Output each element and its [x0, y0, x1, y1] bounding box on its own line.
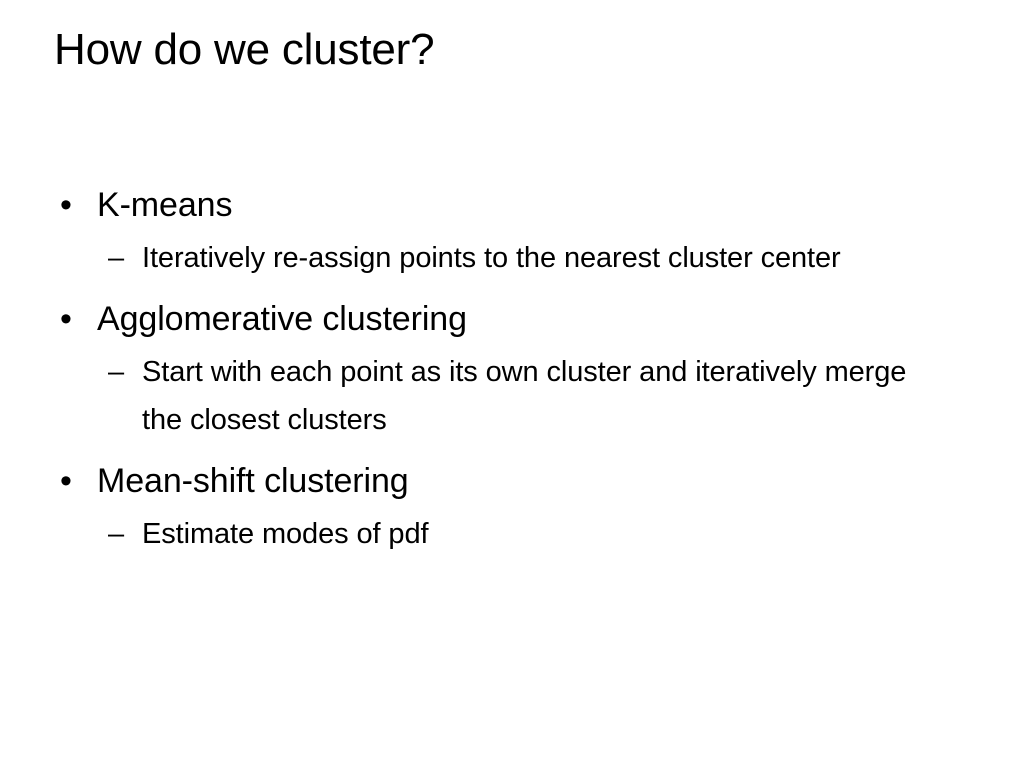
bullet-dot-icon: • — [60, 186, 72, 224]
bullet-item-k-means: • K-means — [54, 180, 974, 230]
bullet-dot-icon: • — [60, 462, 72, 500]
bullet-label: Agglomerative clustering — [97, 300, 467, 338]
bullet-group: • K-means – Iteratively re-assign points… — [54, 180, 974, 282]
bullet-item-agglomerative-clustering: • Agglomerative clustering — [54, 294, 974, 344]
bullet-group: • Agglomerative clustering – Start with … — [54, 294, 974, 444]
dash-icon: – — [108, 356, 125, 388]
bullet-dot-icon: • — [60, 300, 72, 338]
sub-bullet-item: – Start with each point as its own clust… — [108, 348, 932, 444]
bullet-group: • Mean-shift clustering – Estimate modes… — [54, 456, 974, 558]
sub-bullet-label: Start with each point as its own cluster… — [142, 356, 907, 436]
page-title: How do we cluster? — [54, 25, 435, 74]
sub-bullet-label: Estimate modes of pdf — [142, 518, 429, 550]
sub-bullet-item: – Iteratively re-assign points to the ne… — [108, 234, 942, 282]
dash-icon: – — [108, 242, 125, 274]
sub-bullet-label: Iteratively re-assign points to the near… — [142, 242, 841, 274]
sub-bullet-item: – Estimate modes of pdf — [108, 510, 974, 558]
dash-icon: – — [108, 518, 125, 550]
bullet-item-mean-shift-clustering: • Mean-shift clustering — [54, 456, 974, 506]
bullet-label: Mean-shift clustering — [97, 462, 409, 500]
slide-body: • K-means – Iteratively re-assign points… — [54, 180, 974, 558]
bullet-label: K-means — [97, 186, 233, 224]
